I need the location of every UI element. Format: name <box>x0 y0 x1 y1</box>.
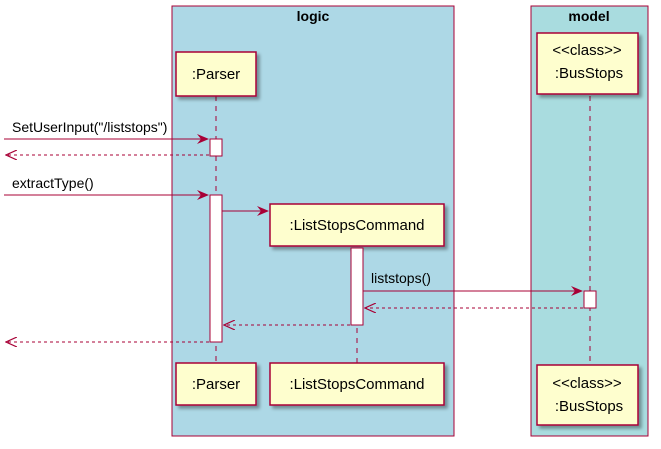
message-liststops-label: liststops() <box>371 270 431 286</box>
message-liststops: liststops() <box>363 270 583 296</box>
liststopscommand-activation <box>350 247 364 326</box>
participant-busstops-bottom-stereotype: <<class>> <box>552 375 621 392</box>
logic-box-title: logic <box>297 8 330 24</box>
participant-busstops-label: :BusStops <box>555 65 623 82</box>
participant-busstops-bottom-label: :BusStops <box>555 398 623 415</box>
participant-busstops-stereotype: <<class>> <box>552 42 621 59</box>
participant-liststopscommand-bottom: :ListStopsCommand <box>269 362 445 406</box>
participant-parser-top: :Parser <box>175 51 257 97</box>
model-box-title: model <box>568 8 609 24</box>
participant-parser-bottom-label: :Parser <box>192 376 240 393</box>
participant-liststopscommand-bottom-label: :ListStopsCommand <box>289 376 424 393</box>
message-setuserinput-label: SetUserInput("/liststops") <box>12 119 167 135</box>
message-extracttype-label: extractType() <box>12 175 94 191</box>
participant-busstops-top: <<class>> :BusStops <box>536 32 639 95</box>
participant-liststopscommand-created: :ListStopsCommand <box>269 203 445 247</box>
participant-busstops-bottom: <<class>> :BusStops <box>536 364 639 426</box>
message-extracttype: extractType() <box>4 175 209 200</box>
participant-parser-label: :Parser <box>192 66 240 83</box>
parser-activation-1 <box>209 138 223 157</box>
message-setuserinput: SetUserInput("/liststops") <box>4 119 209 144</box>
participant-parser-bottom: :Parser <box>175 362 257 406</box>
parser-activation-2 <box>209 194 223 343</box>
busstops-activation <box>583 290 597 309</box>
participant-liststopscommand-label: :ListStopsCommand <box>289 217 424 234</box>
